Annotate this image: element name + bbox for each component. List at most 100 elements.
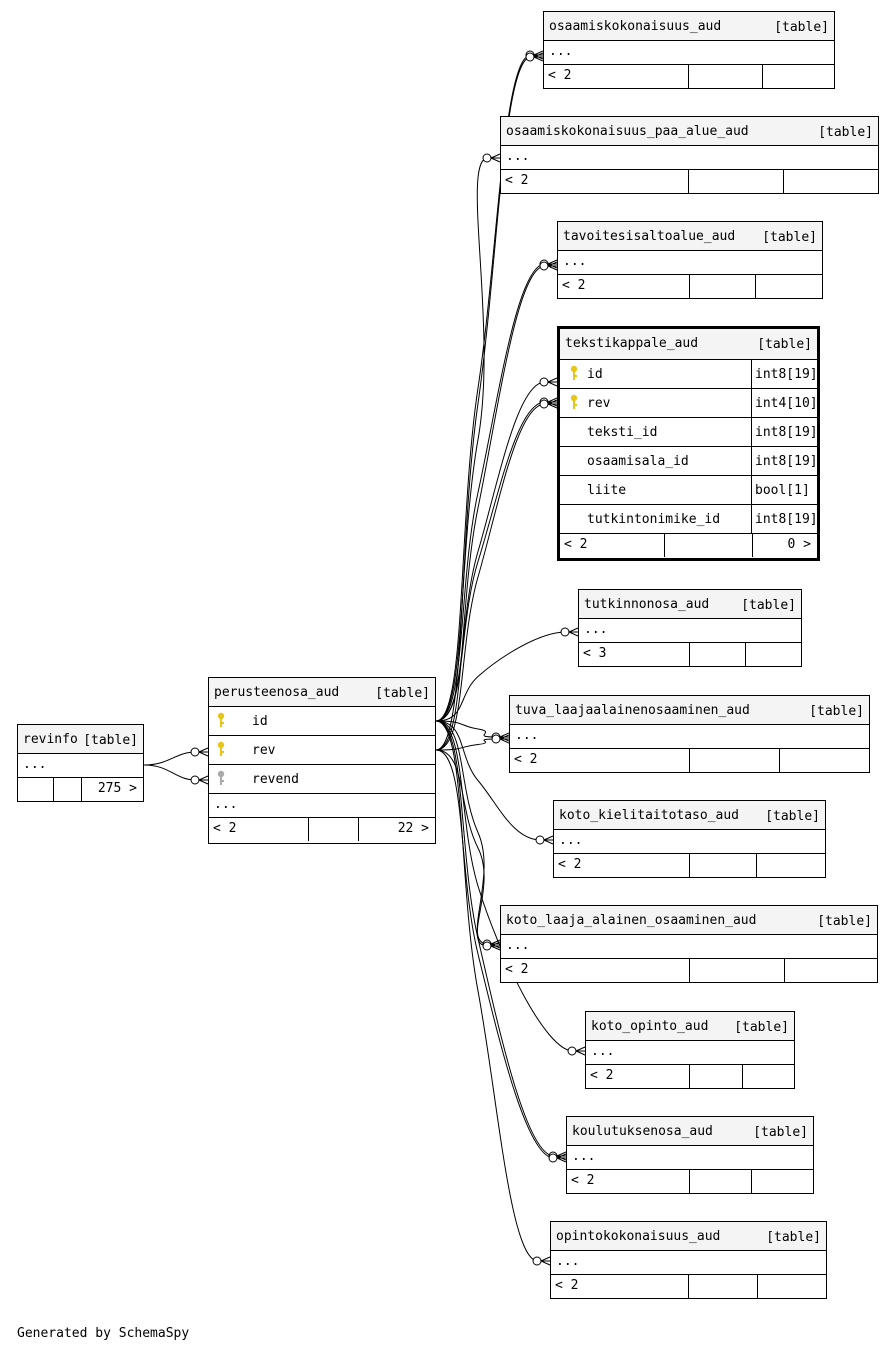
optional-circle-icon (548, 1153, 558, 1163)
footer-cell (742, 1065, 794, 1088)
parents-count-cell[interactable]: < 2 (501, 959, 689, 982)
table-name: perusteenosa_aud (214, 685, 340, 700)
columns-ellipsis: ... (559, 833, 583, 848)
optional-circle-icon (539, 377, 549, 387)
columns-ellipsis: ... (549, 44, 573, 59)
crows-foot-icon (490, 153, 501, 163)
column-type: int8[19] (751, 360, 818, 388)
children-count-cell[interactable]: 22 > (358, 818, 435, 841)
columns-ellipsis: ... (214, 797, 238, 812)
table-footer: < 2 (586, 1065, 794, 1088)
optional-circle-icon (560, 627, 570, 637)
columns-ellipsis: ... (591, 1044, 615, 1059)
table-footer: < 2 (501, 959, 877, 982)
column-row-teksti-id[interactable]: teksti_id int8[19] (560, 418, 818, 447)
children-count-cell[interactable]: 275 > (81, 778, 143, 801)
table-name: tuva_laajaalainenosaaminen_aud (515, 703, 750, 718)
footer-cell (689, 854, 756, 877)
children-count-cell[interactable]: 0 > (752, 534, 817, 557)
table-type-label: [table] (762, 230, 817, 245)
children-count: 22 > (397, 821, 429, 836)
parents-count: < 2 (564, 537, 588, 552)
crows-foot-icon (575, 1046, 586, 1056)
table-osaamiskokonaisuus-paa-alue-aud[interactable]: osaamiskokonaisuus_paa_alue_aud [table] … (500, 116, 879, 194)
parents-count-cell[interactable]: < 2 (567, 1170, 689, 1193)
table-koto-kielitaitotaso-aud[interactable]: koto_kielitaitotaso_aud [table] ... < 2 (553, 800, 826, 878)
table-header: koulutuksenosa_aud [table] (567, 1117, 813, 1146)
footer-cell (745, 643, 801, 666)
table-tekstikappale-aud[interactable]: tekstikappale_aud [table] id int8[19] re… (557, 326, 820, 561)
column-row-rev[interactable]: rev int4[10] (560, 389, 818, 418)
table-type-label: [table] (817, 914, 872, 929)
crows-foot-icon (547, 377, 558, 387)
columns-ellipsis: ... (23, 757, 47, 772)
table-header: tuva_laajaalainenosaaminen_aud [table] (510, 696, 869, 725)
parents-count-cell[interactable]: < 2 (501, 170, 688, 193)
table-name: koto_laaja_alainen_osaaminen_aud (506, 913, 757, 928)
column-type: bool[1] (751, 476, 817, 504)
table-koto-laaja-alainen-osaaminen-aud[interactable]: koto_laaja_alainen_osaaminen_aud [table]… (500, 905, 878, 983)
table-koto-opinto-aud[interactable]: koto_opinto_aud [table] ... < 2 (585, 1011, 795, 1089)
parents-count-cell[interactable]: < 3 (579, 643, 689, 666)
column-type: int8[19] (751, 418, 818, 446)
ellipsis-row: ... (544, 41, 834, 65)
primary-key-icon (217, 741, 225, 756)
table-perusteenosa-aud[interactable]: perusteenosa_aud [table] id rev revend .… (208, 677, 436, 844)
table-opintokokonaisuus-aud[interactable]: opintokokonaisuus_aud [table] ... < 2 (550, 1221, 827, 1299)
crows-foot-icon (543, 835, 554, 845)
column-row-rev[interactable]: rev (209, 736, 435, 765)
parents-count-cell[interactable]: < 2 (544, 65, 688, 88)
footer-cell (688, 170, 783, 193)
optional-circle-icon (567, 1046, 577, 1056)
optional-circle-icon (539, 261, 549, 271)
parents-count-cell[interactable]: < 2 (554, 854, 689, 877)
ellipsis-row: ... (501, 935, 877, 959)
table-name: revinfo (23, 732, 78, 747)
column-name: rev (252, 743, 276, 758)
column-row-tutkintonimike-id[interactable]: tutkintonimike_id int8[19] (560, 505, 818, 534)
table-header: osaamiskokonaisuus_paa_alue_aud [table] (501, 117, 878, 146)
parents-count-cell[interactable]: < 2 (209, 818, 308, 841)
column-row-revend[interactable]: revend (209, 765, 435, 794)
relationship-line (435, 720, 542, 841)
table-footer: < 2 (510, 749, 869, 772)
parents-count-cell[interactable]: < 2 (558, 275, 689, 298)
footer-cell (762, 65, 834, 88)
column-row-osaamisala-id[interactable]: osaamisala_id int8[19] (560, 447, 818, 476)
table-tutkinnonosa-aud[interactable]: tutkinnonosa_aud [table] ... < 3 (578, 589, 802, 667)
parents-count: < 2 (562, 278, 586, 293)
generated-by-footer: Generated by SchemaSpy (17, 1326, 190, 1341)
table-tuva-laajaalainenosaaminen-aud[interactable]: tuva_laajaalainenosaaminen_aud [table] .… (509, 695, 870, 773)
table-footer: < 3 (579, 643, 801, 666)
children-count: 275 > (97, 781, 137, 796)
table-footer: 275 > (18, 778, 143, 801)
parents-count-cell[interactable]: < 2 (586, 1065, 689, 1088)
column-type: int8[19] (751, 505, 818, 533)
parents-count-cell[interactable]: < 2 (560, 534, 664, 557)
table-header: revinfo [table] (18, 725, 143, 754)
ellipsis-row: ... (554, 830, 825, 854)
table-name: koto_kielitaitotaso_aud (559, 808, 740, 823)
relationship-line (435, 403, 546, 751)
table-type-label: [table] (375, 686, 430, 701)
column-row-id[interactable]: id int8[19] (560, 360, 818, 389)
footer-cell (53, 778, 81, 801)
foreign-key-icon (217, 770, 225, 785)
column-row-id[interactable]: id (209, 707, 435, 736)
parents-count-cell[interactable]: < 2 (510, 749, 689, 772)
column-name: id (587, 367, 603, 382)
columns-ellipsis: ... (515, 728, 539, 743)
table-revinfo[interactable]: revinfo [table] ... 275 > (17, 724, 144, 802)
table-koulutuksenosa-aud[interactable]: koulutuksenosa_aud [table] ... < 2 (566, 1116, 814, 1194)
table-type-label: [table] (765, 809, 820, 824)
column-row-liite[interactable]: liite bool[1] (560, 476, 817, 505)
crows-foot-icon (568, 627, 579, 637)
table-tavoitesisaltoalue-aud[interactable]: tavoitesisaltoalue_aud [table] ... < 2 (557, 221, 823, 299)
footer-cell (689, 275, 755, 298)
table-header: koto_kielitaitotaso_aud [table] (554, 801, 825, 830)
footer-cell (755, 275, 822, 298)
table-header: tutkinnonosa_aud [table] (579, 590, 801, 619)
table-osaamiskokonaisuus-aud[interactable]: osaamiskokonaisuus_aud [table] ... < 2 (543, 11, 835, 89)
parents-count-cell[interactable]: < 2 (551, 1275, 688, 1298)
columns-ellipsis: ... (556, 1254, 580, 1269)
